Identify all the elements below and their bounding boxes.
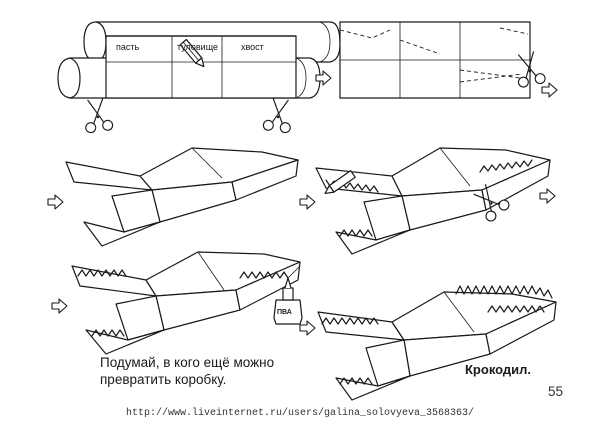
label-mouth: пасть bbox=[116, 42, 140, 52]
page-number: 55 bbox=[548, 384, 564, 399]
step6-finished-crocodile bbox=[299, 285, 557, 401]
step5-crocodile-gluing: ПВА bbox=[51, 251, 303, 355]
step1-box-drawing bbox=[57, 21, 341, 134]
caption-line-1: Подумай, в кого ещё можно bbox=[100, 355, 275, 370]
caption-line-2: превратить коробку. bbox=[100, 372, 227, 387]
step2-net-drawing bbox=[315, 21, 558, 99]
step4-crocodile-teeth bbox=[299, 147, 556, 255]
instruction-caption: Подумай, в кого ещё можно превратить кор… bbox=[100, 354, 360, 388]
craft-title: Крокодил. bbox=[465, 362, 532, 377]
step3-crocodile-frame bbox=[47, 147, 299, 247]
source-url: http://www.liveinternet.ru/users/galina_… bbox=[125, 408, 475, 419]
label-tail: хвост bbox=[241, 42, 264, 52]
label-body: туловище bbox=[177, 42, 219, 52]
glue-label: ПВА bbox=[277, 309, 292, 316]
glue-bottle-icon: ПВА bbox=[273, 265, 303, 325]
